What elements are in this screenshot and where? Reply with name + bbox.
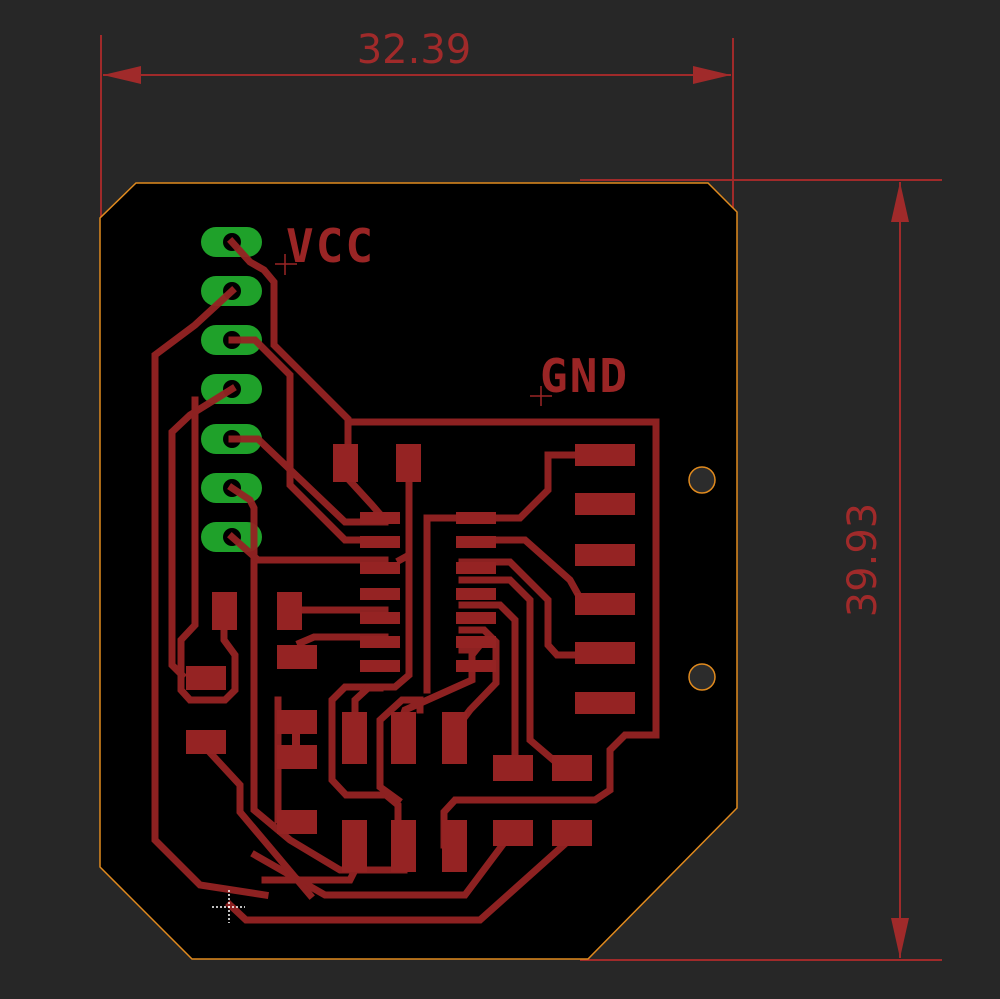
vcc-origin-cross-icon [275, 254, 297, 275]
copper-traces[interactable] [151, 237, 660, 924]
gnd-label: GND [540, 349, 629, 403]
height-dimension-label: 39.93 [840, 503, 886, 618]
width-dimension[interactable]: 32.39 [100, 27, 734, 222]
mounting-hole-top[interactable] [688, 466, 716, 494]
height-dimension[interactable]: 39.93 [580, 179, 942, 961]
cursor-crosshair-icon [212, 890, 245, 923]
width-dimension-label: 32.39 [357, 27, 472, 73]
mounting-hole-bottom[interactable] [688, 663, 716, 691]
smd-pads[interactable] [186, 444, 635, 872]
gnd-origin-cross-icon [530, 386, 552, 406]
vcc-label: VCC [286, 219, 375, 273]
